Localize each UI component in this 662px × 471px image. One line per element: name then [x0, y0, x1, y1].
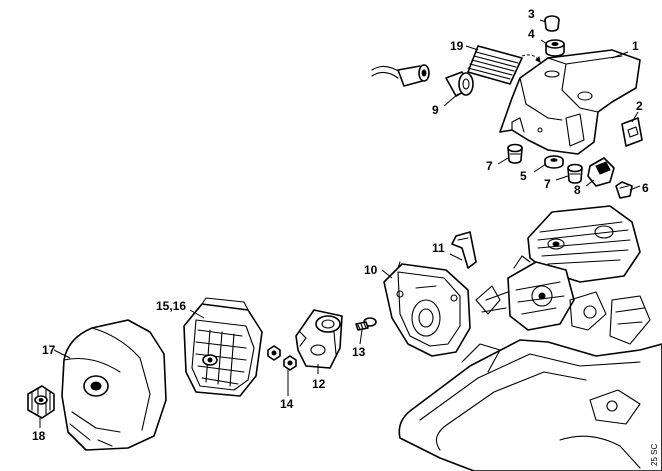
- part-4-grommet[interactable]: [545, 39, 565, 57]
- callout-4: 4: [528, 27, 535, 41]
- drawing-code: 25 SC: [650, 444, 659, 466]
- callout-15-16: 15,16: [156, 299, 186, 313]
- part-5-washer[interactable]: [544, 155, 564, 169]
- callout-19: 19: [450, 39, 464, 53]
- callout-1: 1: [632, 39, 639, 53]
- part-14-nut-b[interactable]: [283, 355, 297, 371]
- part-7-sleeve-b[interactable]: [567, 163, 583, 184]
- part-6-plug[interactable]: [615, 181, 633, 199]
- callout-7a: 7: [486, 159, 493, 173]
- part-10-baffle[interactable]: [383, 261, 471, 357]
- part-8-buffer[interactable]: [587, 157, 615, 187]
- part-11-bracket[interactable]: [451, 231, 477, 269]
- callout-8: 8: [574, 183, 581, 197]
- callout-7b: 7: [544, 177, 551, 191]
- callout-3: 3: [528, 7, 535, 21]
- callout-17: 17: [42, 343, 56, 357]
- callout-12: 12: [312, 377, 326, 391]
- callout-2: 2: [636, 99, 643, 113]
- part-13-screw[interactable]: [355, 317, 377, 331]
- callout-18: 18: [32, 429, 46, 443]
- callout-labels: 1 2 3 4 5 6 7 7 8 9 10 11 12 13 14 15,16…: [32, 7, 649, 443]
- part-17-filter-cover[interactable]: [61, 319, 167, 451]
- callout-13: 13: [352, 345, 366, 359]
- part-14-nut-a[interactable]: [267, 345, 281, 361]
- callout-6: 6: [642, 181, 649, 195]
- part-7-sleeve-a[interactable]: [507, 143, 523, 164]
- part-19-label-plate[interactable]: [467, 45, 541, 85]
- callout-14: 14: [280, 397, 294, 411]
- engine-assembly: [398, 205, 662, 471]
- part-15-16-air-filter[interactable]: [183, 297, 263, 397]
- callout-9: 9: [432, 103, 439, 117]
- callout-5: 5: [520, 169, 527, 183]
- part-1-shroud[interactable]: [499, 49, 641, 155]
- callout-11: 11: [432, 241, 445, 255]
- callout-10: 10: [364, 263, 378, 277]
- part-2-latch[interactable]: [621, 117, 643, 147]
- part-3-plug[interactable]: [544, 15, 560, 32]
- part-12-flange[interactable]: [295, 309, 343, 369]
- part-18-knob[interactable]: [27, 385, 55, 419]
- leader-lines: [39, 19, 641, 428]
- part-9-spark-plug-boot[interactable]: [371, 64, 474, 97]
